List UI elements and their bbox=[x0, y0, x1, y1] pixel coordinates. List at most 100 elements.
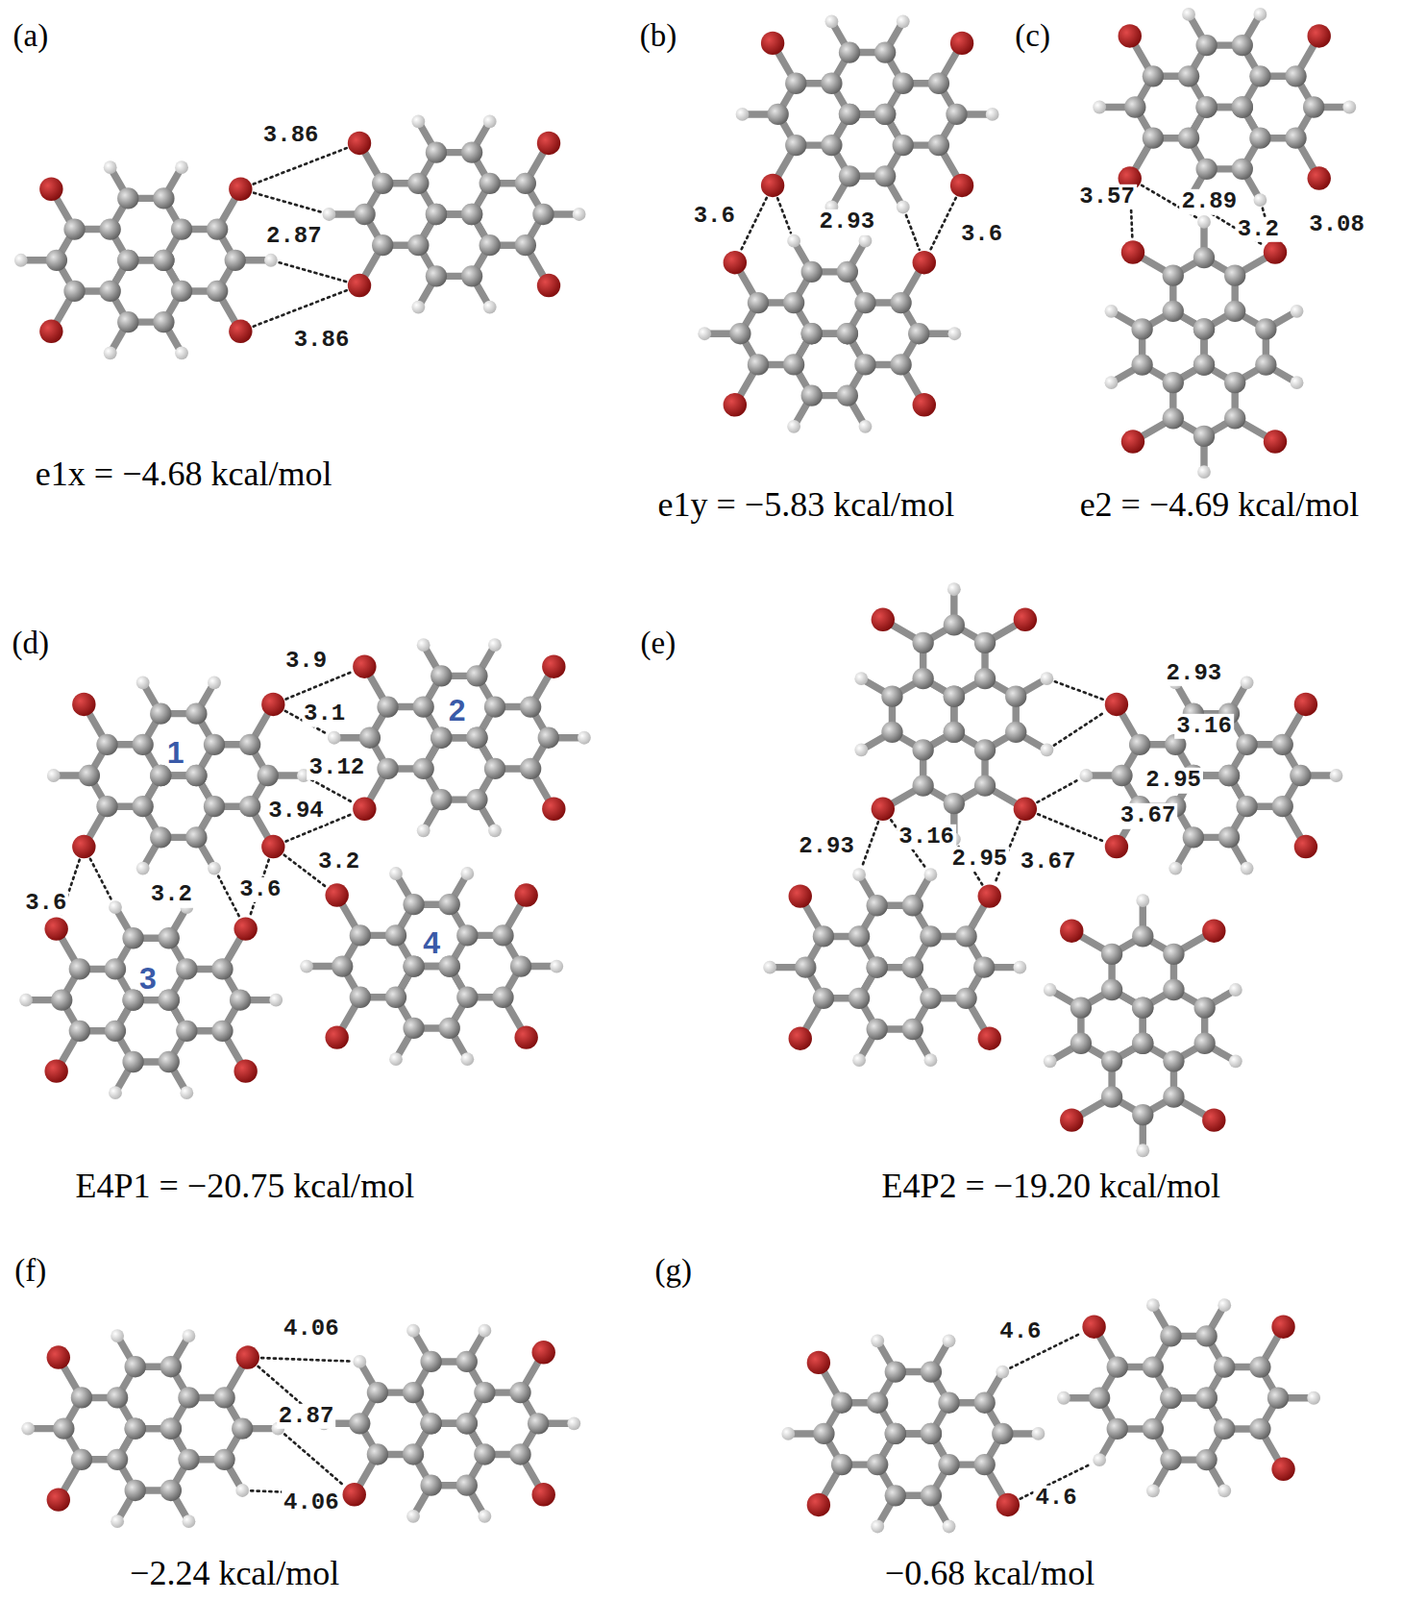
carbon-atom bbox=[117, 249, 139, 271]
distance-label: 3.6 bbox=[237, 877, 283, 903]
carbon-atom bbox=[866, 1392, 888, 1414]
carbon-atom bbox=[767, 103, 789, 125]
carbon-atom bbox=[1284, 127, 1306, 149]
oxygen-atom bbox=[343, 1482, 367, 1506]
contact-line bbox=[1037, 813, 1105, 841]
carbon-atom bbox=[69, 1020, 91, 1042]
hydrogen-atom bbox=[417, 823, 431, 837]
contact-line bbox=[279, 262, 347, 282]
energy-label: E4P2 = −19.20 kcal/mol bbox=[881, 1167, 1221, 1206]
hydrogen-atom bbox=[995, 1365, 1009, 1379]
carbon-atom bbox=[117, 249, 139, 271]
oxygen-atom bbox=[72, 692, 96, 716]
oxygen-atom bbox=[1307, 166, 1331, 190]
oxygen-atom bbox=[228, 177, 252, 201]
hydrogen-atom bbox=[852, 1053, 866, 1067]
carbon-atom bbox=[783, 292, 805, 314]
energy-label: e1y = −5.83 kcal/mol bbox=[658, 486, 956, 525]
carbon-atom bbox=[519, 695, 542, 717]
carbon-atom bbox=[456, 924, 478, 946]
carbon-atom bbox=[177, 1386, 199, 1408]
hydrogen-atom bbox=[854, 743, 868, 758]
distance-label: 3.1 bbox=[301, 701, 347, 727]
hydrogen-atom bbox=[572, 207, 587, 222]
carbon-atom bbox=[117, 187, 139, 209]
carbon-atom bbox=[820, 134, 842, 156]
carbon-atom bbox=[158, 988, 180, 1010]
carbon-atom bbox=[349, 986, 371, 1009]
distance-label: 3.6 bbox=[959, 221, 1005, 247]
molecule bbox=[736, 14, 1000, 214]
molecule bbox=[47, 676, 311, 876]
contact-line bbox=[740, 197, 767, 250]
oxygen-atom bbox=[1202, 918, 1226, 942]
oxygen-atom bbox=[871, 608, 895, 632]
hydrogen-atom bbox=[781, 1426, 795, 1441]
hydrogen-atom bbox=[1342, 100, 1356, 115]
carbon-atom bbox=[889, 353, 911, 375]
carbon-atom bbox=[1070, 1033, 1092, 1055]
hydrogen-atom bbox=[985, 107, 1000, 122]
carbon-atom bbox=[1142, 1418, 1164, 1440]
carbon-atom bbox=[866, 1453, 888, 1476]
carbon-atom bbox=[461, 203, 483, 225]
hydrogen-atom bbox=[182, 1514, 197, 1528]
carbon-atom bbox=[461, 141, 483, 163]
distance-label: 3.2 bbox=[1235, 217, 1281, 243]
carbon-atom bbox=[943, 792, 965, 814]
hydrogen-atom bbox=[1229, 983, 1243, 997]
carbon-atom bbox=[466, 727, 488, 749]
carbon-atom bbox=[1131, 1104, 1154, 1126]
carbon-atom bbox=[920, 1423, 942, 1445]
carbon-atom bbox=[902, 956, 924, 978]
hydrogen-atom bbox=[136, 676, 150, 690]
hydrogen-atom bbox=[1039, 743, 1054, 758]
energy-label: e2 = −4.69 kcal/mol bbox=[1080, 486, 1360, 525]
hydrogen-atom bbox=[697, 326, 712, 341]
hydrogen-atom bbox=[460, 1052, 474, 1066]
oxygen-atom bbox=[514, 1025, 538, 1049]
molecule-number: 1 bbox=[167, 736, 185, 770]
hydrogen-atom bbox=[896, 14, 911, 28]
carbon-atom bbox=[794, 956, 816, 978]
molecule bbox=[762, 867, 1027, 1067]
carbon-atom bbox=[1196, 1325, 1218, 1347]
oxygen-atom bbox=[1263, 429, 1287, 453]
carbon-atom bbox=[1194, 996, 1216, 1018]
hydrogen-atom bbox=[1105, 304, 1119, 319]
oxygen-atom bbox=[537, 131, 561, 155]
contact-line bbox=[906, 215, 920, 250]
distance-label: 2.93 bbox=[796, 834, 857, 860]
carbon-atom bbox=[413, 695, 435, 717]
carbon-atom bbox=[124, 1355, 147, 1378]
carbon-atom bbox=[367, 1443, 389, 1465]
carbon-atom bbox=[1101, 1085, 1123, 1107]
carbon-atom bbox=[812, 987, 835, 1009]
carbon-atom bbox=[407, 172, 429, 195]
oxygen-atom bbox=[324, 883, 348, 907]
carbon-atom bbox=[854, 353, 876, 375]
hydrogen-atom bbox=[1168, 861, 1182, 876]
carbon-atom bbox=[78, 764, 100, 787]
carbon-atom bbox=[1196, 34, 1218, 56]
carbon-atom bbox=[912, 667, 935, 689]
carbon-atom bbox=[801, 261, 823, 283]
carbon-atom bbox=[1142, 65, 1164, 87]
hydrogen-atom bbox=[1217, 1298, 1231, 1312]
carbon-atom bbox=[1131, 996, 1154, 1018]
carbon-atom bbox=[402, 1381, 424, 1403]
distance-label: 2.87 bbox=[264, 223, 324, 249]
carbon-atom bbox=[171, 218, 193, 240]
distance-label: 3.67 bbox=[1118, 803, 1179, 829]
carbon-atom bbox=[239, 795, 261, 817]
carbon-atom bbox=[1193, 353, 1215, 375]
carbon-atom bbox=[402, 955, 424, 977]
hydrogen-atom bbox=[947, 582, 961, 596]
carbon-atom bbox=[874, 103, 896, 125]
carbon-atom bbox=[466, 788, 488, 811]
carbon-atom bbox=[831, 1453, 853, 1476]
hydrogen-atom bbox=[736, 107, 750, 122]
carbon-atom bbox=[838, 165, 861, 187]
carbon-atom bbox=[1193, 318, 1215, 340]
